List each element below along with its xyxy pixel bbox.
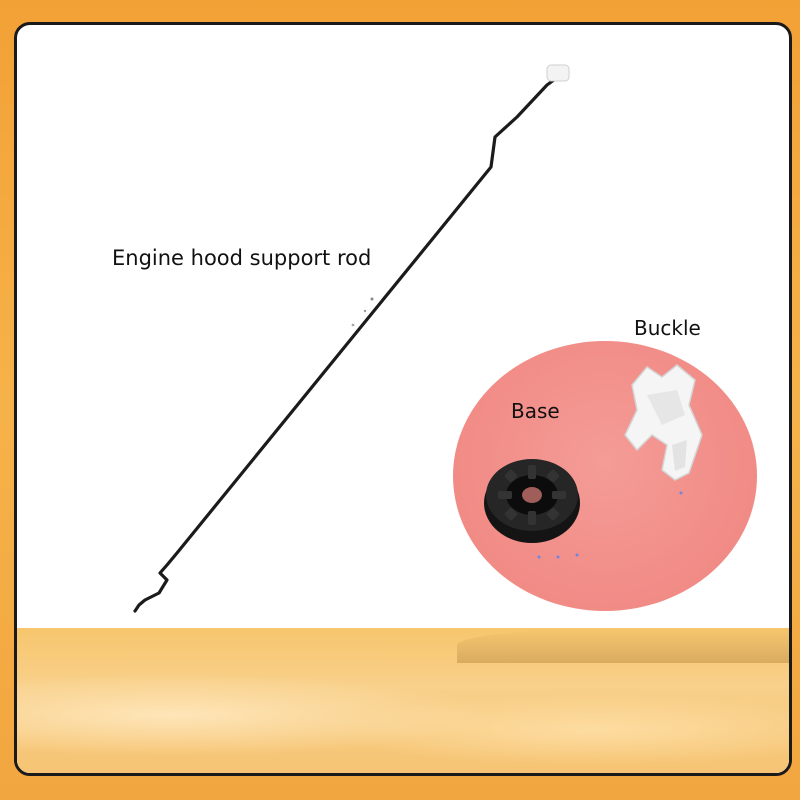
buckle-part-image xyxy=(624,364,703,481)
buckle-label: Buckle xyxy=(634,316,701,340)
parts-illustration xyxy=(133,64,703,613)
rod-label: Engine hood support rod xyxy=(112,246,372,270)
base-label: Base xyxy=(511,399,560,423)
bottom-decorative-band xyxy=(17,628,789,773)
hood-support-rod-image xyxy=(133,64,570,613)
base-part-image xyxy=(484,459,580,543)
bottom-shadow xyxy=(457,628,789,663)
product-card: Engine hood support rod Buckle Base xyxy=(14,22,792,776)
